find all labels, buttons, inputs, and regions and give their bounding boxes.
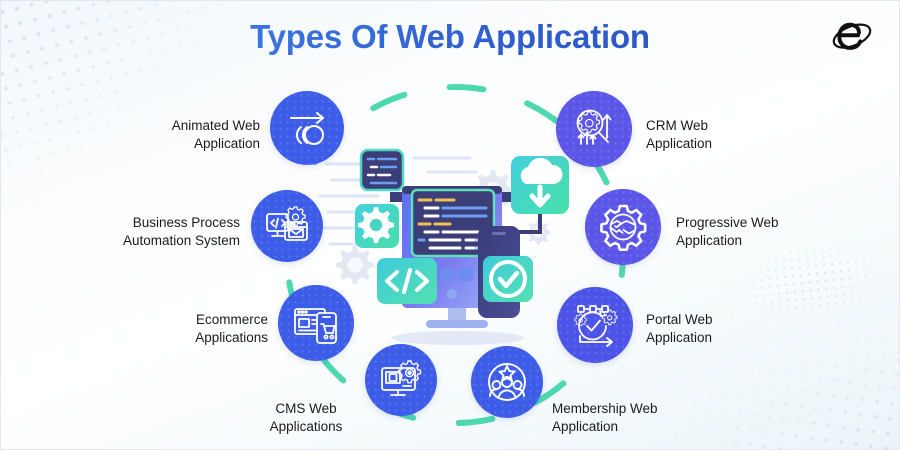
people-star-icon — [488, 363, 526, 401]
node-crm-web-application[interactable] — [556, 91, 632, 167]
magnifier-gear-growth-icon — [576, 109, 612, 145]
web-development-illustration — [318, 148, 569, 345]
label-cms-web-applications: CMS Web Applications — [269, 401, 343, 434]
browser-phone-cart-icon — [294, 308, 337, 344]
node-animated-web-application[interactable] — [270, 91, 344, 165]
label-membership-web-application: Membership Web Application — [552, 401, 658, 434]
e-orbit-logo — [832, 22, 872, 50]
process-check-gears-icon — [574, 305, 618, 347]
node-ecommerce-applications[interactable] — [278, 285, 354, 361]
label-crm-web-application: CRM Web Application — [646, 118, 713, 151]
motion-circles-icon — [290, 112, 324, 145]
monitor-gear-mail-icon — [266, 206, 308, 241]
label-animated-web-application: Animated Web Application — [171, 118, 260, 151]
label-ecommerce-applications: Ecommerce Applications — [195, 312, 268, 345]
label-business-process-automation-system: Business Process Automation System — [122, 215, 240, 248]
monitor-cog-icon — [381, 360, 422, 396]
label-progressive-web-application: Progressive Web Application — [676, 215, 779, 248]
page-title: Types Of Web Application — [0, 18, 900, 56]
gear-handshake-icon — [600, 204, 647, 252]
node-business-process-automation-system[interactable] — [251, 190, 323, 262]
node-progressive-web-application[interactable] — [585, 189, 661, 265]
node-membership-web-application[interactable] — [471, 346, 543, 418]
label-portal-web-application: Portal Web Application — [646, 312, 713, 345]
node-portal-web-application[interactable] — [557, 287, 633, 363]
